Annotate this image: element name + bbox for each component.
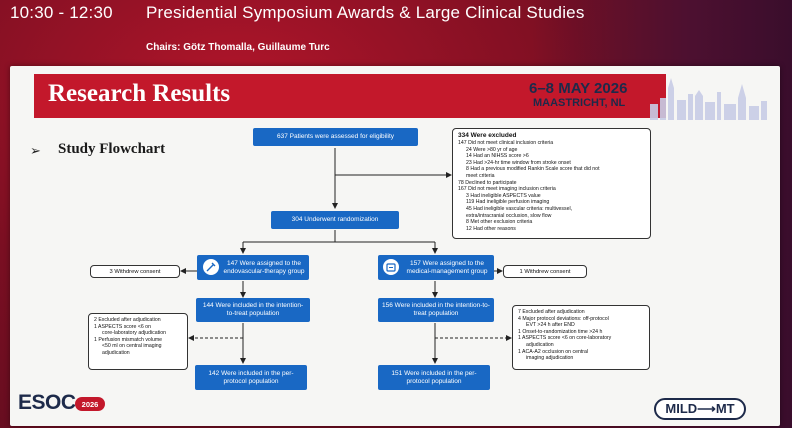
- medical-pp-box: 151 Were included in the per-protocol po…: [378, 365, 490, 390]
- conference-date: 6–8 MAY 2026: [529, 80, 628, 97]
- excluded-list-item: 119 Had ineligible perfusion imaging: [466, 199, 550, 206]
- medical-withdrew-box: 1 Withdrew consent: [503, 265, 587, 278]
- medical-adjudication-item: 1 Onset-to-randomization time >24 h: [518, 328, 603, 335]
- skyline-logo: [650, 78, 767, 120]
- excluded-box: 334 Were excluded 147 Did not meet clini…: [452, 128, 651, 239]
- medical-adjudication-item: EVT >24 h after END: [526, 322, 575, 329]
- medical-adjudication-title: 7 Excluded after adjudication: [518, 309, 585, 315]
- medical-adjudication-list: 4 Major protocol deviations: off-protoco…: [518, 316, 644, 362]
- endovascular-adjudication-item: adjudication: [102, 349, 130, 356]
- excluded-list-item: 3 Had ineligible ASPECTS value: [466, 192, 541, 199]
- excluded-list-item: 167 Did not meet imaging inclusion crite…: [458, 186, 556, 193]
- medical-adjudication-item: 1 ACA-A2 occlusion on central: [518, 348, 589, 355]
- medical-adjudication-item: 1 ASPECTS score <6 on core-laboratory: [518, 335, 612, 342]
- excluded-title: 334 Were excluded: [458, 132, 517, 139]
- excluded-list-item: 24 Were >80 yr of age: [466, 146, 518, 153]
- section-heading: Study Flowchart: [58, 141, 166, 157]
- catheter-icon: [202, 258, 220, 276]
- medical-assigned-label: 157 Were assigned to the medical-managem…: [406, 259, 488, 275]
- endovascular-adjudication-item: 1 Perfusion mismatch volume: [94, 336, 163, 343]
- esoc-year-badge: 2026: [75, 397, 105, 411]
- endovascular-itt-box: 144 Were included in the intention-to-tr…: [196, 298, 310, 322]
- medical-adjudication-item: 4 Major protocol deviations: off-protoco…: [518, 315, 609, 322]
- endovascular-adjudication-box: 2 Excluded after adjudication 1 ASPECTS …: [88, 313, 188, 370]
- excluded-list-item: 8 Met other exclusion criteria: [466, 219, 533, 226]
- medical-adjudication-item: adjudication: [526, 341, 554, 348]
- endovascular-adjudication-title: 2 Excluded after adjudication: [94, 317, 161, 323]
- medication-icon: [382, 258, 400, 276]
- excluded-list-item: 45 Had ineligible vascular criteria: mul…: [466, 205, 573, 212]
- endovascular-adjudication-item: <50 ml on central imaging: [102, 343, 162, 350]
- endovascular-pp-box: 142 Were included in the per-protocol po…: [195, 365, 307, 390]
- medical-adjudication-item: imaging adjudication: [526, 355, 574, 362]
- slide-title: Research Results: [48, 80, 231, 107]
- excluded-list: 147 Did not meet clinical inclusion crit…: [458, 140, 645, 232]
- excluded-list-item: 23 Had >24-hr time window from stroke on…: [466, 159, 571, 166]
- medical-adjudication-box: 7 Excluded after adjudication 4 Major pr…: [512, 305, 650, 370]
- excluded-list-item: 12 Had other reasons: [466, 225, 516, 232]
- endovascular-adjudication-item: core-laboratory adjudication: [102, 330, 167, 337]
- session-title: Presidential Symposium Awards & Large Cl…: [146, 3, 585, 22]
- excluded-list-item: extra/intracranial occlusion, slow flow: [466, 212, 552, 219]
- excluded-list-item: 78 Declined to participate: [458, 179, 517, 186]
- endovascular-assigned-label: 147 Were assigned to the endovascular-th…: [223, 259, 305, 275]
- excluded-list-item: 14 Had an NIHSS score >6: [466, 153, 529, 160]
- esoc-logo: ESOC: [18, 391, 76, 414]
- conference-city: MAASTRICHT, NL: [533, 97, 626, 109]
- assessed-box: 637 Patients were assessed for eligibili…: [253, 128, 418, 146]
- excluded-list-item: meet criteria: [466, 172, 495, 179]
- endovascular-withdrew-box: 3 Withdrew consent: [90, 265, 180, 278]
- bullet-arrow-icon: ➢: [30, 143, 41, 158]
- slide-header-bar: [34, 74, 666, 118]
- trial-logo: MILD⟶MT: [654, 398, 746, 420]
- medical-itt-box: 156 Were included in the intention-to-tr…: [378, 298, 494, 322]
- randomization-box: 304 Underwent randomization: [271, 211, 399, 229]
- excluded-list-item: 8 Had a previous modified Rankin Scale s…: [466, 166, 600, 173]
- endovascular-adjudication-item: 1 ASPECTS score <6 on: [94, 323, 151, 330]
- session-time: 10:30 - 12:30: [10, 3, 113, 22]
- session-chairs: Chairs: Götz Thomalla, Guillaume Turc: [146, 42, 330, 53]
- excluded-list-item: 147 Did not meet clinical inclusion crit…: [458, 140, 554, 146]
